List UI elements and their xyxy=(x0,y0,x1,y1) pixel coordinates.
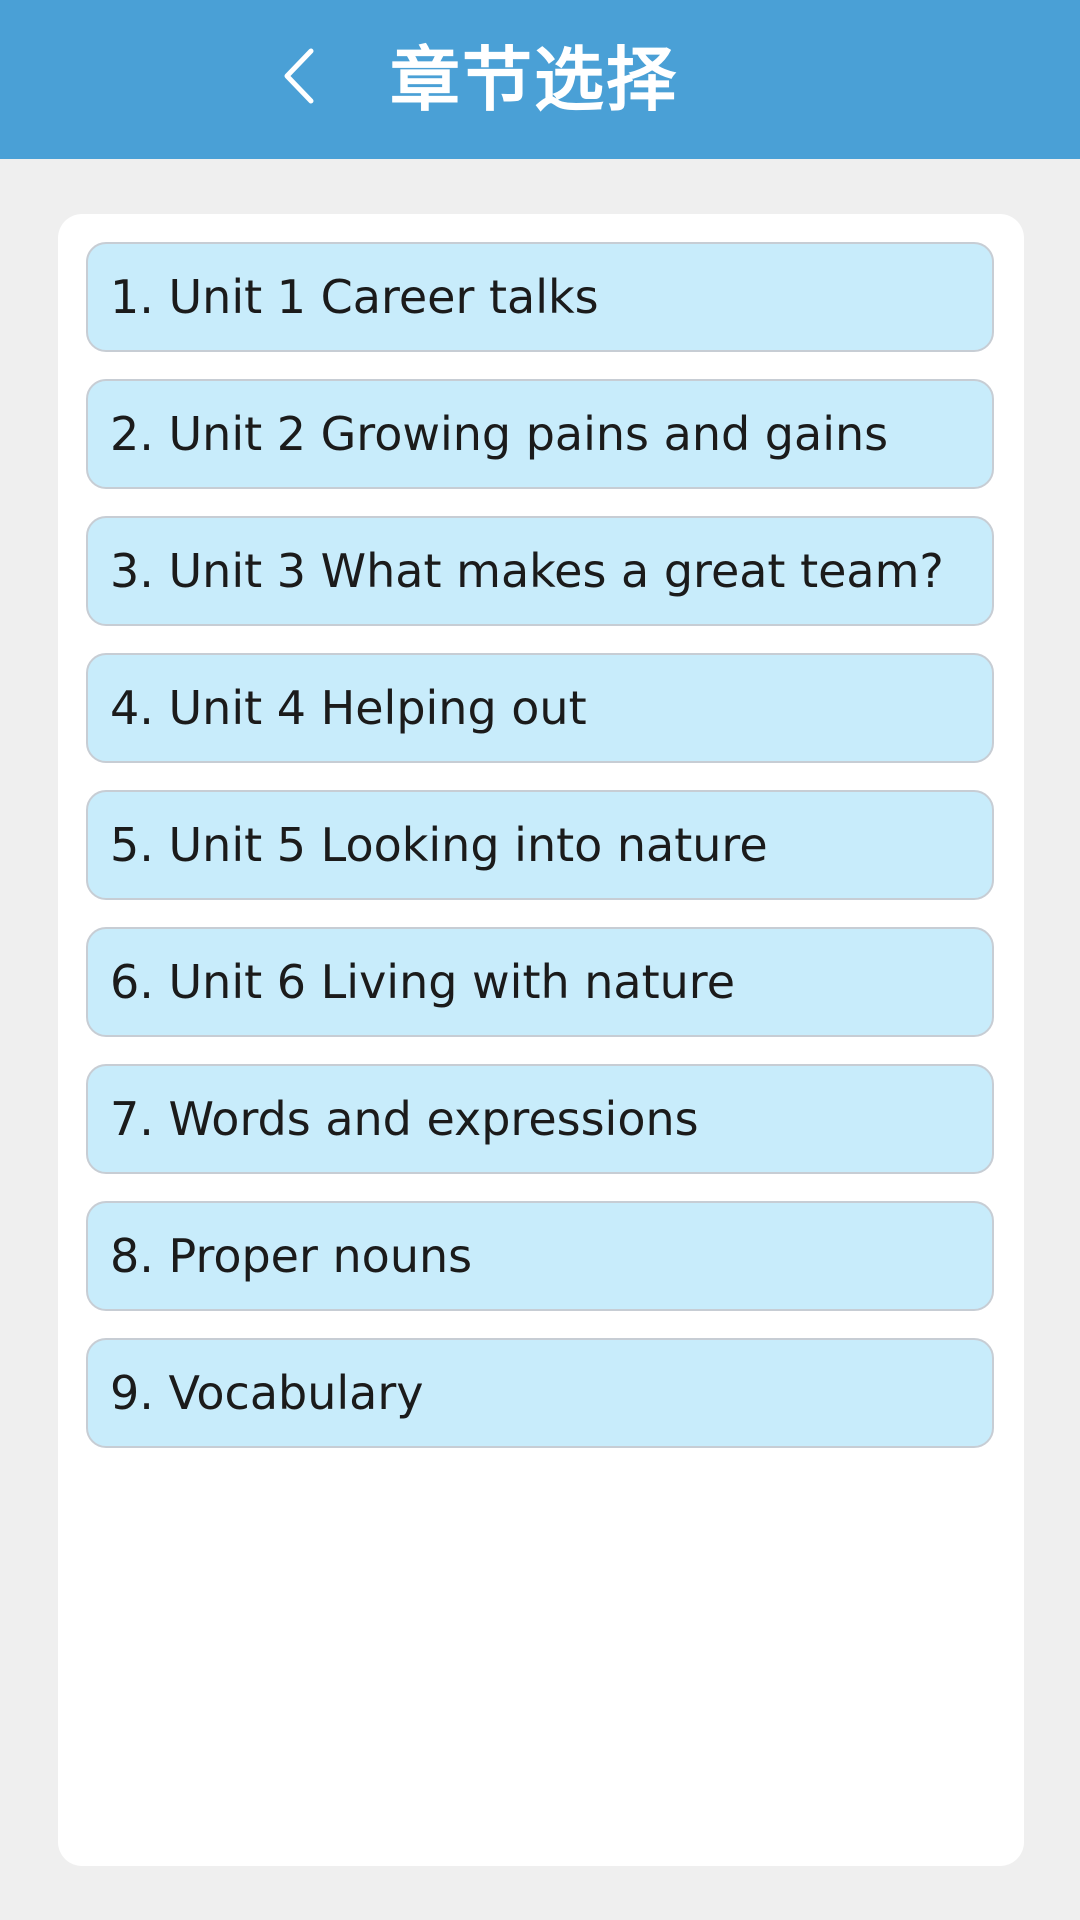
chapter-list-card: 1. Unit 1 Career talks 2. Unit 2 Growing… xyxy=(58,214,1024,1866)
top-app-bar: 章节选择 xyxy=(0,0,1080,159)
chevron-left-icon xyxy=(284,48,314,104)
back-button[interactable] xyxy=(260,36,340,116)
chapter-item[interactable]: 3. Unit 3 What makes a great team? xyxy=(86,516,994,626)
chapter-item[interactable]: 6. Unit 6 Living with nature xyxy=(86,927,994,1037)
chapter-item[interactable]: 8. Proper nouns xyxy=(86,1201,994,1311)
chapter-item-label: 1. Unit 1 Career talks xyxy=(110,270,599,324)
chapter-item-label: 4. Unit 4 Helping out xyxy=(110,681,587,735)
chapter-item-label: 5. Unit 5 Looking into nature xyxy=(110,818,768,872)
chapter-item-label: 2. Unit 2 Growing pains and gains xyxy=(110,407,889,461)
chapter-item-label: 6. Unit 6 Living with nature xyxy=(110,955,735,1009)
chapter-item[interactable]: 2. Unit 2 Growing pains and gains xyxy=(86,379,994,489)
chapter-item-label: 8. Proper nouns xyxy=(110,1229,473,1283)
chapter-item[interactable]: 5. Unit 5 Looking into nature xyxy=(86,790,994,900)
chapter-item[interactable]: 7. Words and expressions xyxy=(86,1064,994,1174)
chapter-item[interactable]: 4. Unit 4 Helping out xyxy=(86,653,994,763)
chapter-item-label: 7. Words and expressions xyxy=(110,1092,699,1146)
chapter-item[interactable]: 1. Unit 1 Career talks xyxy=(86,242,994,352)
page-title: 章节选择 xyxy=(390,39,678,121)
chapter-item-label: 9. Vocabulary xyxy=(110,1366,424,1420)
chapter-item-label: 3. Unit 3 What makes a great team? xyxy=(110,544,944,598)
chapter-list: 1. Unit 1 Career talks 2. Unit 2 Growing… xyxy=(86,242,994,1475)
chapter-item[interactable]: 9. Vocabulary xyxy=(86,1338,994,1448)
